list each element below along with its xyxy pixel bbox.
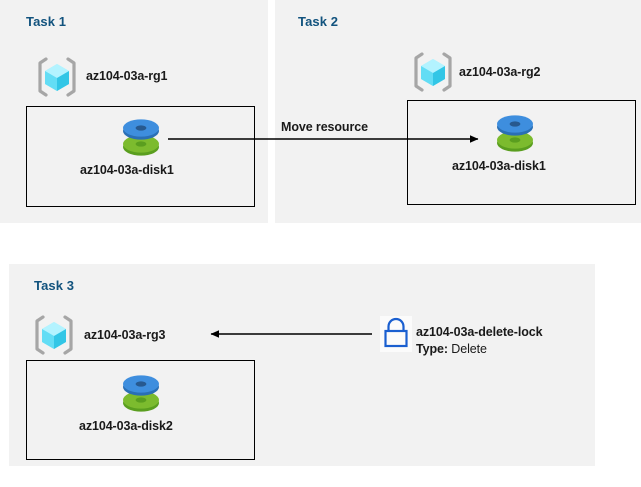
resource-label-task1: az104-03a-disk1 [80, 163, 174, 177]
resource-label-task3: az104-03a-disk2 [79, 419, 173, 433]
panel-title-task1: Task 1 [26, 14, 67, 29]
resource-group-cube-icon [410, 50, 456, 94]
lock-type-key: Type: [416, 342, 448, 356]
resource-container-task1 [26, 106, 255, 207]
panel-task3 [9, 264, 595, 466]
resource-group-label-task3: az104-03a-rg3 [84, 328, 166, 342]
panel-task1 [0, 0, 268, 223]
resource-group-cube-icon [34, 55, 80, 99]
lock-type-row-task3: Type: Delete [416, 342, 487, 356]
panel-title-task2: Task 2 [298, 14, 339, 29]
resource-group-label-task2: az104-03a-rg2 [459, 65, 541, 79]
managed-disk-icon [120, 370, 162, 416]
managed-disk-icon [120, 114, 162, 160]
lock-type-value: Delete [451, 342, 487, 356]
resource-container-task3 [26, 360, 255, 460]
panel-title-task3: Task 3 [34, 278, 75, 293]
lock-label-task3: az104-03a-delete-lock [416, 325, 543, 339]
resource-label-task2: az104-03a-disk1 [452, 159, 546, 173]
resource-container-task2 [407, 100, 636, 205]
managed-disk-icon [494, 110, 536, 156]
resource-group-cube-icon [31, 313, 77, 357]
padlock-icon [380, 316, 412, 352]
resource-group-label-task1: az104-03a-rg1 [86, 69, 168, 83]
edge-label-move-resource: Move resource [281, 120, 368, 134]
panel-task2 [275, 0, 641, 223]
